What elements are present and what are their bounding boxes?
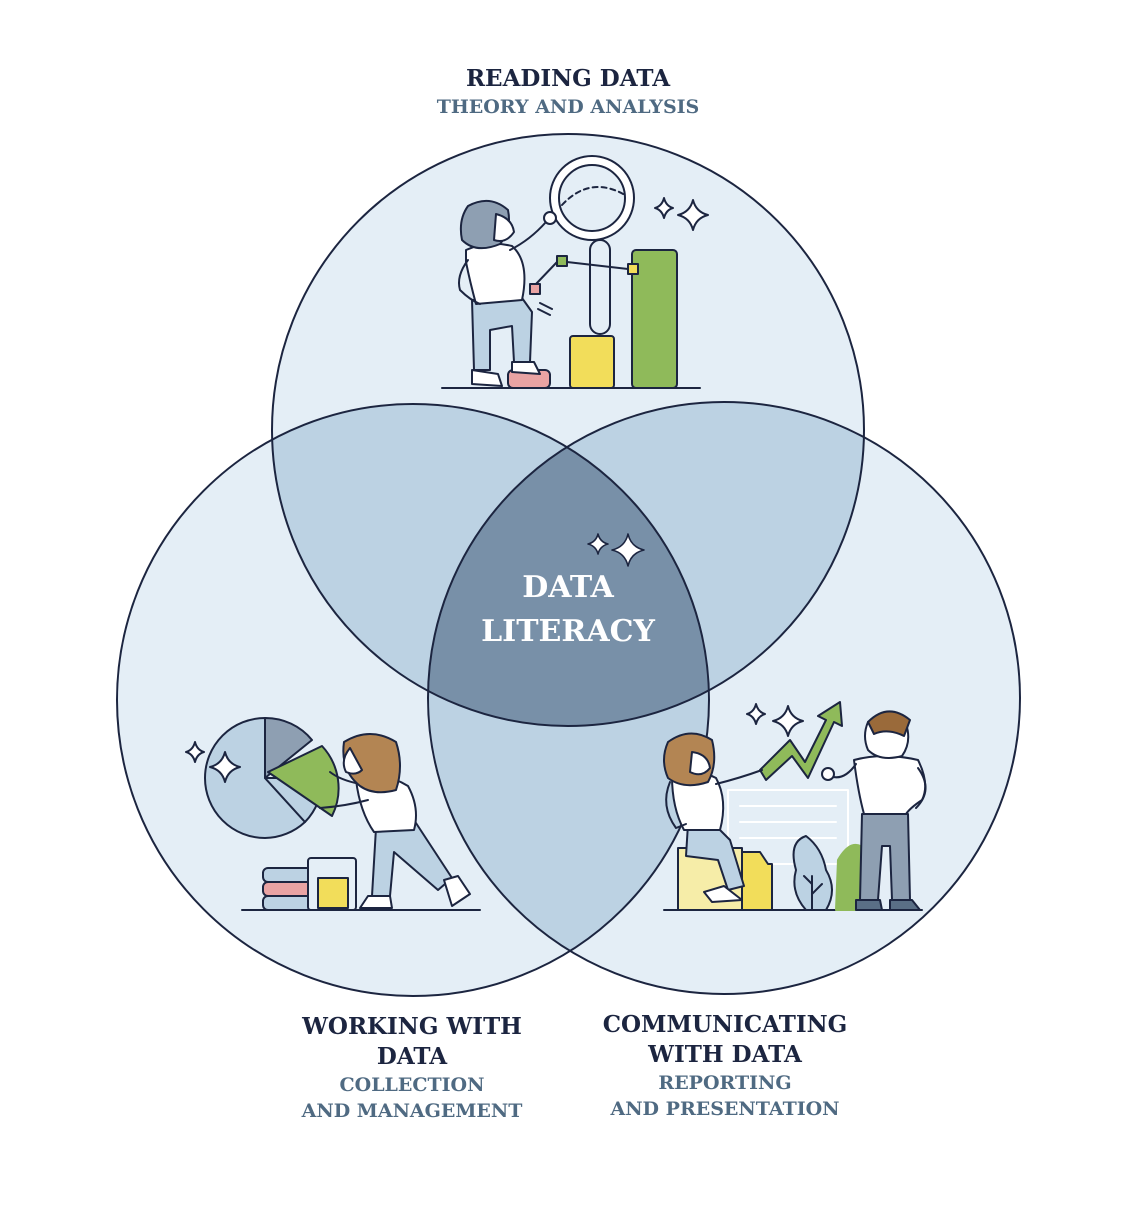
left-section-labels: WORKING WITH DATA COLLECTION AND MANAGEM…: [262, 1012, 562, 1124]
center-label-line1: DATA: [522, 570, 614, 605]
working-with-data-title-line2: DATA: [376, 1043, 448, 1070]
center-overlap: [428, 404, 709, 726]
reading-data-subtitle: THEORY AND ANALYSIS: [436, 96, 700, 118]
trend-arrow-icon: [759, 701, 843, 781]
circle-outlines: [116, 133, 1021, 997]
bar-chart-icon: [631, 249, 678, 389]
center-label-line2: LITERACY: [481, 614, 655, 649]
plant-icon: [792, 835, 867, 911]
right-section-labels: COMMUNICATING WITH DATA REPORTING AND PR…: [570, 1010, 880, 1122]
reading-data-illustration: [441, 155, 709, 389]
working-with-data-illustration: [185, 716, 481, 911]
center-sparkle-icon: [587, 533, 645, 567]
communicating-with-data-subtitle-line1: REPORTING: [658, 1072, 792, 1094]
working-with-data-subtitle-line1: COLLECTION: [339, 1074, 485, 1096]
communicating-with-data-illustration: [663, 701, 927, 911]
center-label: DATA LITERACY: [470, 566, 666, 654]
pie-chart-icon: [204, 716, 340, 839]
communicating-with-data-subtitle-line2: AND PRESENTATION: [610, 1098, 840, 1120]
reading-data-title: READING DATA: [465, 65, 671, 92]
working-with-data-subtitle-line2: AND MANAGEMENT: [301, 1100, 523, 1122]
communicating-with-data-title-line2: WITH DATA: [648, 1041, 802, 1068]
magnifier-icon: [549, 155, 635, 335]
top-section-labels: READING DATA THEORY AND ANALYSIS: [368, 64, 768, 120]
working-with-data-title-line1: WORKING WITH: [302, 1013, 522, 1040]
communicating-with-data-title-line1: COMMUNICATING: [602, 1011, 848, 1038]
